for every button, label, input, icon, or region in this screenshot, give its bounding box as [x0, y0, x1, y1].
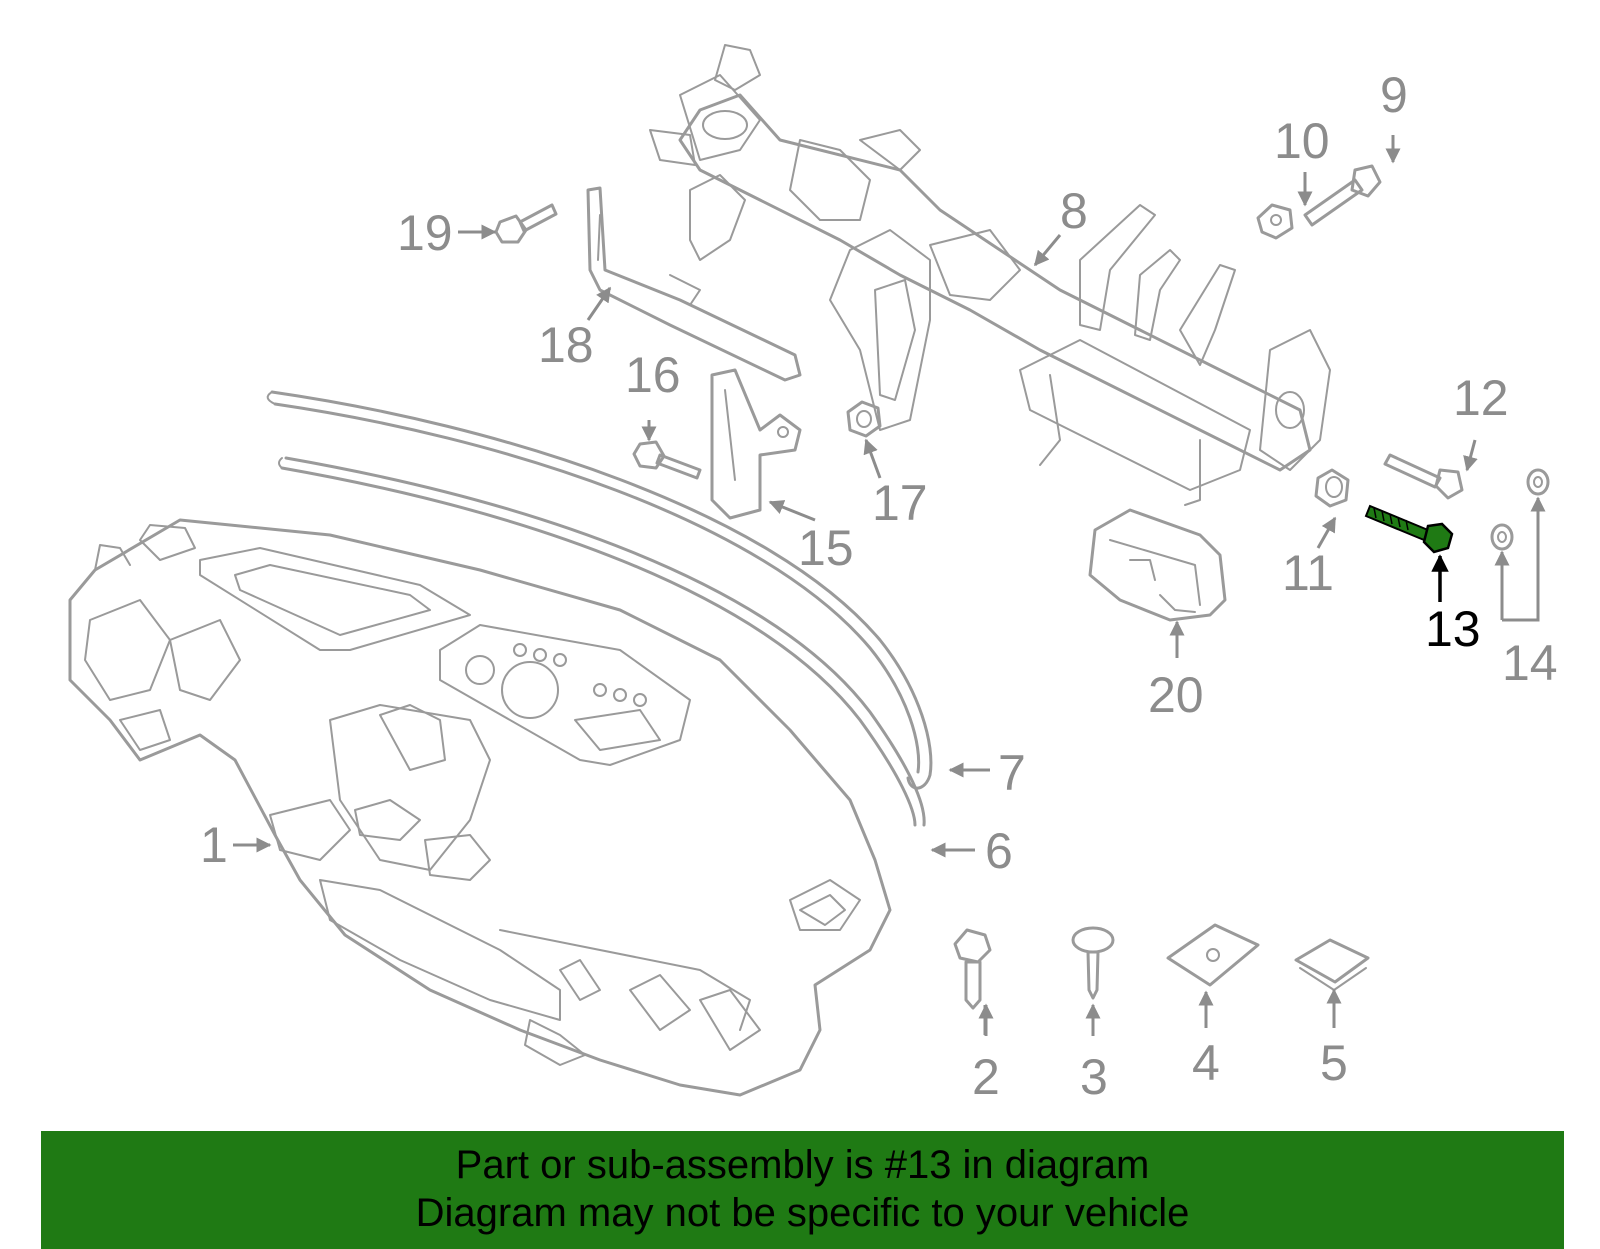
nut-part-10 — [1256, 203, 1294, 240]
callout-5: 5 — [1320, 1035, 1348, 1091]
bracket-part-15 — [710, 368, 802, 520]
part-info-banner: Part or sub-assembly is #13 in diagram D… — [41, 1131, 1564, 1249]
callout-15: 15 — [798, 520, 854, 576]
callout-6: 6 — [985, 823, 1013, 879]
callout-20: 20 — [1148, 667, 1204, 723]
instrument-panel-part-1 — [68, 518, 892, 1097]
nut-part-17 — [846, 400, 882, 438]
callout-14: 14 — [1502, 635, 1558, 691]
callout-3: 3 — [1080, 1049, 1108, 1105]
part-info-text: Part or sub-assembly is #13 in diagram — [455, 1143, 1150, 1187]
callout-13[interactable]: 13 — [1425, 601, 1481, 657]
seal-strip-part-7 — [266, 390, 933, 790]
washer-part-14 — [1490, 468, 1550, 551]
screw-part-3 — [1071, 926, 1115, 1000]
cross-car-beam-part-8 — [649, 44, 1331, 506]
bolt-part-12 — [1383, 453, 1464, 500]
callout-18: 18 — [538, 317, 594, 373]
airbag-part-20 — [1088, 508, 1227, 622]
leader-lines — [233, 135, 1546, 1036]
callout-8: 8 — [1060, 183, 1088, 239]
bracket-part-18 — [586, 186, 802, 382]
callout-4: 4 — [1192, 1035, 1220, 1091]
callout-1: 1 — [200, 817, 228, 873]
seal-strip-part-6 — [278, 456, 926, 827]
callout-11: 11 — [1282, 545, 1334, 601]
clip-part-4 — [1166, 923, 1260, 987]
callout-12: 12 — [1453, 370, 1509, 426]
callout-16: 16 — [625, 347, 681, 403]
callout-9: 9 — [1380, 67, 1408, 123]
bolt-part-13-highlighted[interactable] — [1364, 504, 1454, 554]
callout-17: 17 — [872, 475, 928, 531]
bolt-part-9 — [1303, 164, 1382, 227]
callout-10: 10 — [1274, 113, 1330, 169]
bolt-part-2 — [953, 928, 992, 1010]
callout-2: 2 — [972, 1049, 1000, 1105]
bolt-part-16 — [632, 440, 702, 480]
callout-19: 19 — [397, 205, 453, 261]
clip-part-5 — [1294, 938, 1370, 991]
callout-7: 7 — [998, 745, 1026, 801]
nut-part-11 — [1314, 468, 1350, 508]
bolt-part-19 — [494, 203, 558, 244]
callout-labels: 1 2 3 4 5 6 7 8 9 10 11 12 13 14 15 16 1… — [200, 67, 1558, 1105]
disclaimer-text: Diagram may not be specific to your vehi… — [415, 1191, 1190, 1235]
